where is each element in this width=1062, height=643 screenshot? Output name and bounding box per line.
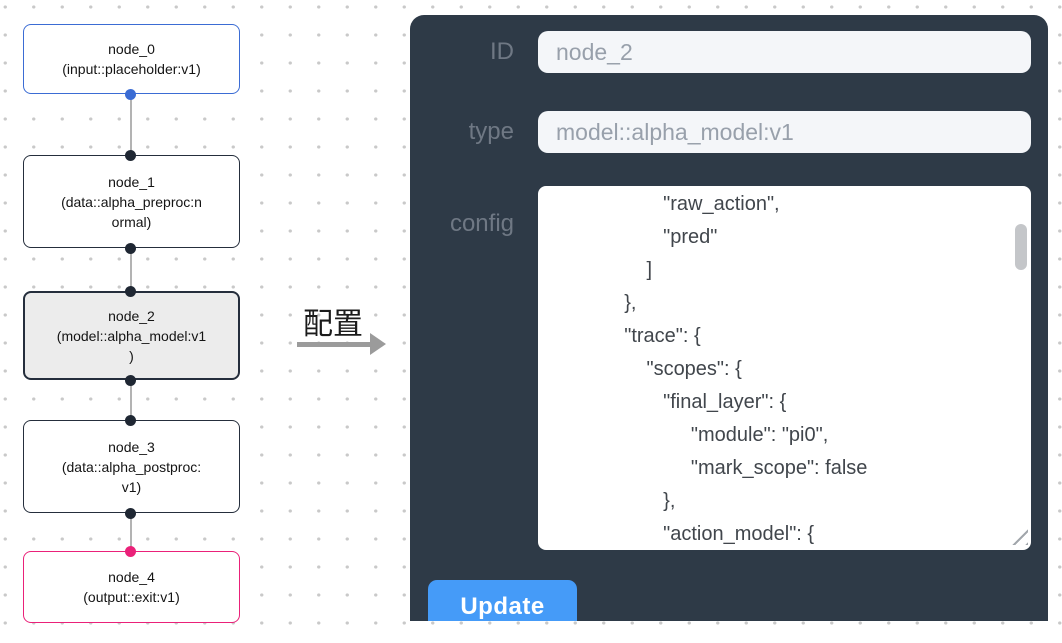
port-node_1-out[interactable]: [125, 242, 136, 254]
port-node_2-in[interactable]: [125, 285, 136, 297]
config-field-label: config: [449, 210, 514, 237]
node-label: node_4 (output::exit:v1): [83, 569, 180, 605]
flow-node-node_1[interactable]: node_1 (data::alpha_preproc:n ormal): [23, 155, 240, 248]
scrollbar-thumb[interactable]: [1015, 224, 1027, 270]
config-arrow-label: 配置: [303, 308, 363, 341]
right-arrow-icon: [297, 342, 372, 347]
right-arrow-head-icon: [370, 333, 386, 355]
node-config-panel: ID type config "raw_action", "pred" ] },…: [410, 15, 1048, 621]
pipeline-canvas: node_0 (input::placeholder:v1) node_1 (d…: [0, 0, 400, 643]
config-json-text: "raw_action", "pred" ] }, "trace": { "sc…: [624, 193, 868, 545]
flow-node-node_2-selected[interactable]: node_2 (model::alpha_model:v1 ): [23, 291, 240, 380]
node-label: node_3 (data::alpha_postproc: v1): [61, 438, 202, 495]
node-label: node_2 (model::alpha_model:v1 ): [56, 307, 207, 364]
resize-handle-icon[interactable]: [1011, 528, 1028, 545]
port-node_1-in[interactable]: [125, 149, 136, 161]
port-node_3-in[interactable]: [125, 414, 136, 426]
flow-node-node_3[interactable]: node_3 (data::alpha_postproc: v1): [23, 420, 240, 513]
node-label: node_0 (input::placeholder:v1): [62, 41, 201, 77]
type-field-label: type: [468, 118, 514, 145]
id-field-label: ID: [490, 38, 514, 65]
port-node_0-out[interactable]: [125, 88, 136, 100]
config-textarea[interactable]: "raw_action", "pred" ] }, "trace": { "sc…: [538, 186, 1031, 550]
flow-node-node_0[interactable]: node_0 (input::placeholder:v1): [23, 24, 240, 94]
port-node_3-out[interactable]: [125, 507, 136, 519]
port-node_2-out[interactable]: [125, 374, 136, 386]
id-input[interactable]: [538, 31, 1031, 73]
type-input[interactable]: [538, 111, 1031, 153]
update-button[interactable]: Update: [428, 580, 577, 621]
flow-node-node_4[interactable]: node_4 (output::exit:v1): [23, 551, 240, 623]
port-node_4-in[interactable]: [125, 545, 136, 557]
node-label: node_1 (data::alpha_preproc:n ormal): [61, 173, 202, 230]
